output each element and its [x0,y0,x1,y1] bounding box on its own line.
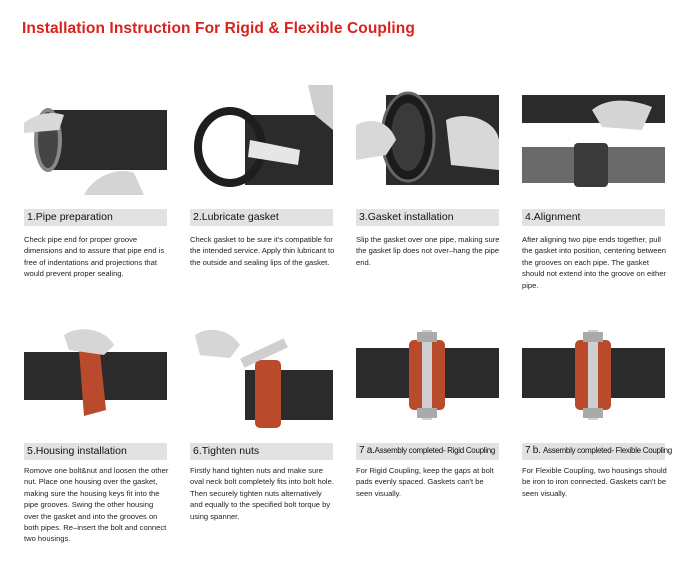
step-5-text: Romove one bolt&nut and loosen the other… [24,466,169,544]
gasket-install-photo [356,85,499,195]
lubricate-gasket-photo [190,85,333,195]
page-title: Installation Instruction For Rigid & Fle… [22,20,415,37]
step-7a-text: For Rigid Coupling, keep the gaps at bol… [356,466,494,498]
flexible-coupling-photo [522,320,665,430]
step-6-heading-bar: 6.Tighten nuts [190,443,333,460]
step-4-heading-bar: 4.Alignment [522,209,665,226]
housing-install-photo [24,320,167,430]
step-7b-heading-bar: 7 b. Assembly completed- Flexible Coupli… [522,443,672,460]
step-5-heading-bar: 5.Housing installation [24,443,167,460]
step-7b-title: Assembly completed- Flexible Coupling [542,446,672,455]
step-4-text: After aligning two pipe ends together, p… [522,235,666,290]
step-2-text: Check gasket to be sure it's compatible … [190,235,335,267]
step-1-heading: 1.Pipe preparation [27,211,113,223]
step-3-heading-bar: 3.Gasket installation [356,209,499,226]
step-7a-heading-bar: 7 a.Assembly completed- Rigid Coupling [356,443,499,460]
step-6-heading: 6.Tighten nuts [193,445,260,457]
step-3-text: Slip the gasket over one pipe, making su… [356,235,500,267]
pipe-end-photo [24,85,167,195]
step-7a-title: Assembly completed- Rigid Coupling [374,446,496,455]
step-5-heading: 5.Housing installation [27,445,127,457]
step-7b-number: 7 b. [525,445,541,456]
step-7a-number: 7 a. [359,445,375,456]
tighten-nuts-photo [190,320,333,430]
step-7b-text: For Flexible Coupling, two housings shou… [522,466,667,498]
step-3-heading: 3.Gasket installation [359,211,454,223]
step-1-heading-bar: 1.Pipe preparation [24,209,167,226]
rigid-coupling-photo [356,320,499,430]
step-7b-heading: 7 b. Assembly completed- Flexible Coupli… [525,445,672,456]
step-6-text: Firstly hand tighten nuts and make sure … [190,466,334,521]
step-2-heading-bar: 2.Lubricate gasket [190,209,333,226]
alignment-photo [522,85,665,195]
step-2-heading: 2.Lubricate gasket [193,211,279,223]
step-1-text: Check pipe end for proper groove dimensi… [24,235,165,279]
step-4-heading: 4.Alignment [525,211,581,223]
step-7a-heading: 7 a.Assembly completed- Rigid Coupling [359,445,495,456]
